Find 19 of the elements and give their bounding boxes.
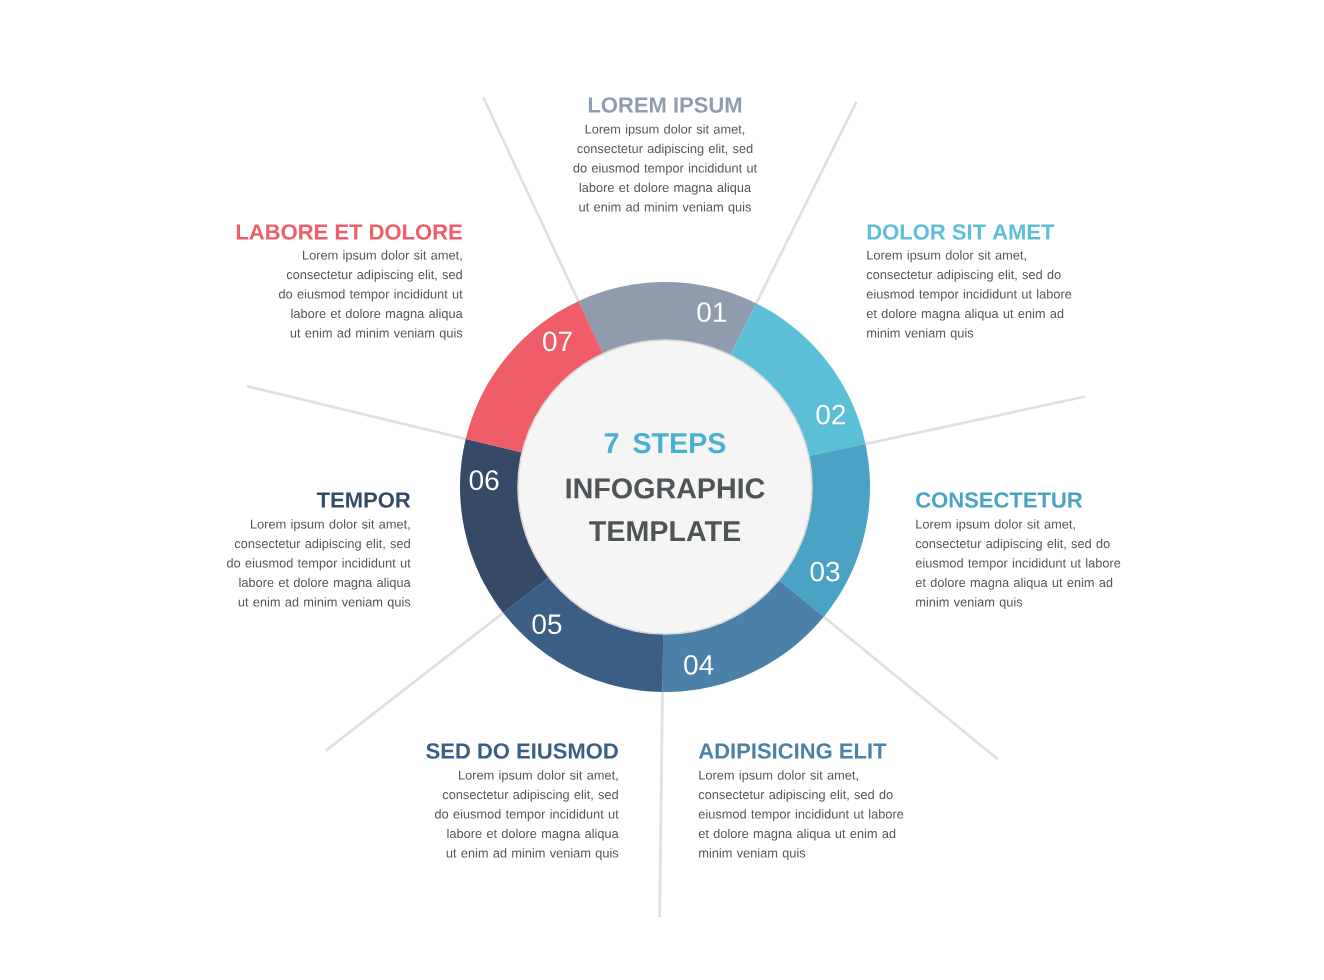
step-description: Lorem ipsum dolor sit amet, consectetur adipiscing elit, sed do eiusmod tempor incididunt ut labore et dolore magna aliqua ut enim ad minim veniam quis <box>573 124 757 215</box>
step-title: CONSECTETUR <box>916 492 1083 508</box>
step-segment: 06 <box>460 438 553 613</box>
step-description: Lorem ipsum dolor sit amet, consectetur adipiscing elit, sed do eiusmod tempor incididunt ut labore et dolore magna aliqua ut enim ad minim veniam quis <box>227 519 411 610</box>
step-description: Lorem ipsum dolor sit amet, consectetur adipiscing elit, sed do eiusmod tempor incididunt ut labore et dolore magna aliqua ut enim ad minim veniam quis <box>915 519 1121 610</box>
step-description: Lorem ipsum dolor sit amet, consectetur adipiscing elit, sed do eiusmod tempor incididunt ut labore et dolore magna aliqua ut enim ad minim veniam quis <box>435 770 619 861</box>
step-segment: 02 <box>728 303 866 458</box>
step-segment: 05 <box>503 574 664 692</box>
step-segment: 07 <box>465 301 605 454</box>
step-description: Lorem ipsum dolor sit amet, consectetur adipiscing elit, sed do eiusmod tempor incididunt ut labore et dolore magna aliqua ut enim ad minim veniam quis <box>698 770 904 861</box>
step-description: Lorem ipsum dolor sit amet, consectetur adipiscing elit, sed do eiusmod tempor incididunt ut labore et dolore magna aliqua ut enim ad minim veniam quis <box>866 250 1072 341</box>
step-segment: 01 <box>578 282 757 360</box>
step-title: DOLOR SIT AMET <box>867 224 1055 240</box>
step-title: ADIPISICING ELIT <box>698 743 887 759</box>
step-title: SED DO EIUSMOD <box>426 743 618 759</box>
step-title: LABORE ET DOLORE <box>236 224 462 240</box>
step-title: LOREM IPSUM <box>588 97 742 113</box>
step-description: Lorem ipsum dolor sit amet, consectetur adipiscing elit, sed do eiusmod tempor incididunt ut labore et dolore magna aliqua ut enim ad minim veniam quis <box>279 250 463 341</box>
step-title: TEMPOR <box>316 492 411 508</box>
